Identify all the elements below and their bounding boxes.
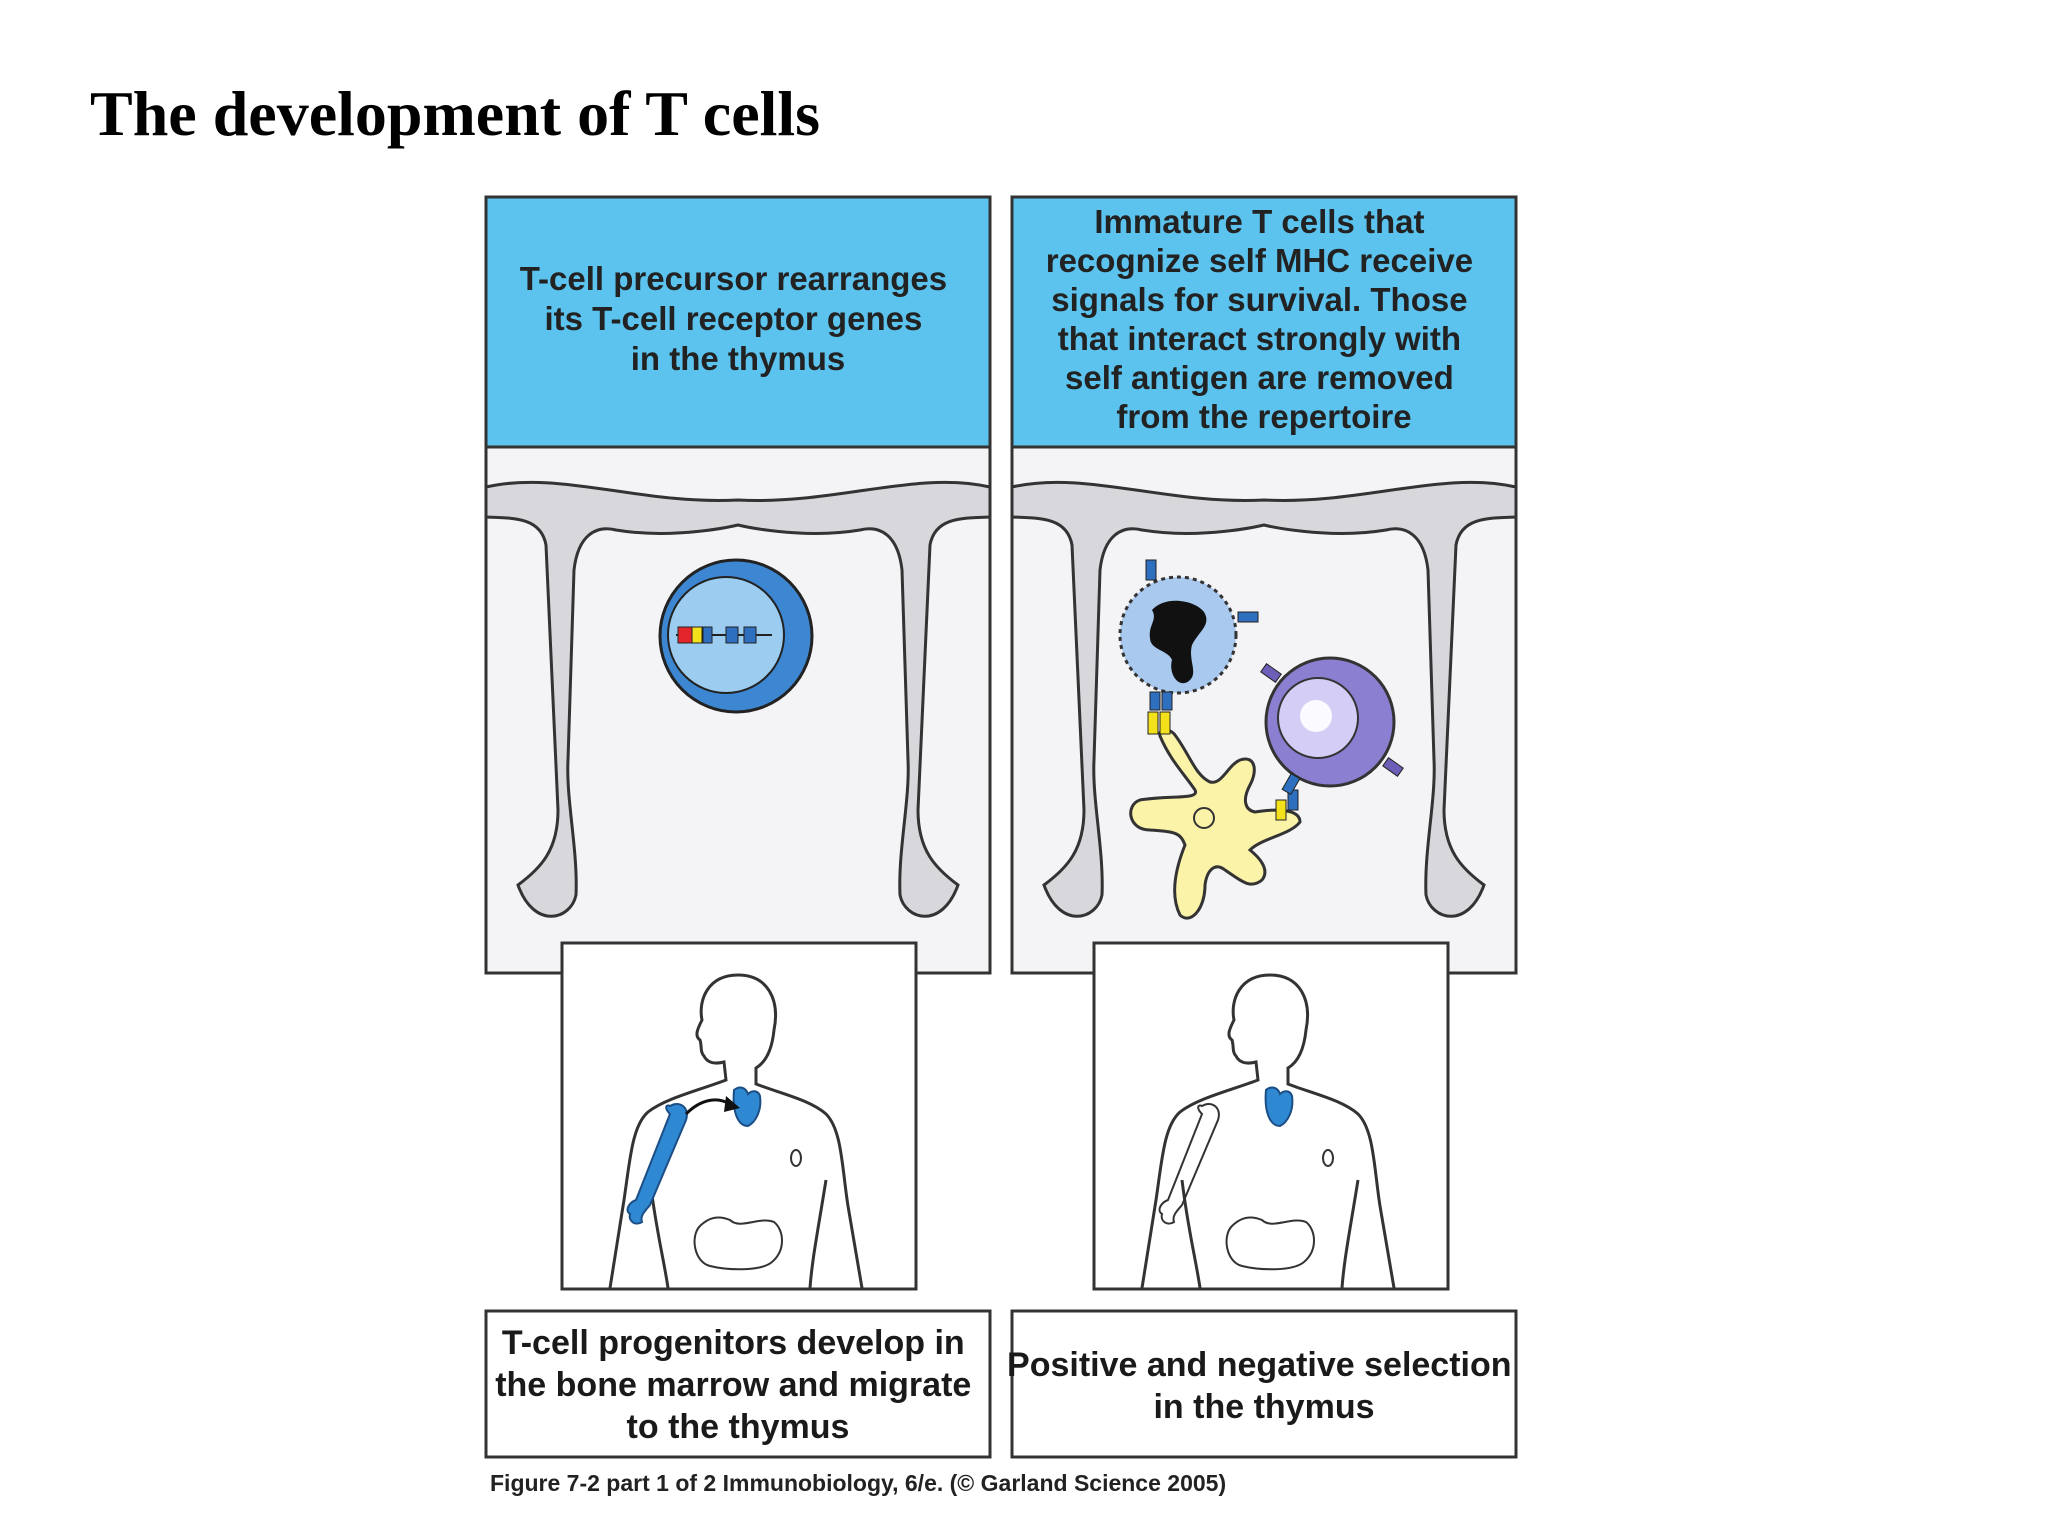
right-bottom-caption: Positive and negative selection in the t… (1007, 1309, 1521, 1459)
apoptotic-cell-icon (1118, 559, 1259, 711)
right-bottom-line-2: in the thymus (1153, 1388, 1374, 1426)
left-header-box (484, 195, 992, 449)
dendritic-cell-icon (1129, 711, 1302, 920)
thymic-epithelium-left (484, 480, 992, 918)
right-header-text: Immature T cells that recognize self MHC… (1046, 203, 1483, 435)
bone-outline-icon (1158, 1102, 1220, 1225)
left-bottom-text: T-cell progenitors develop in the bone m… (495, 1324, 981, 1446)
thymic-epithelium-right (1010, 480, 1518, 918)
right-header-line-5: self antigen are removed (1065, 359, 1454, 396)
left-bottom-line-2: the bone marrow and migrate (495, 1366, 971, 1404)
thymus-icon (732, 1086, 762, 1128)
bone-marrow-icon (626, 1102, 688, 1225)
right-header-line-6: from the repertoire (1116, 398, 1411, 435)
right-top-panel: Immature T cells that recognize self MHC… (1010, 195, 1518, 975)
right-bottom-line-1: Positive and negative selection (1007, 1346, 1512, 1384)
left-header-line-2: its T-cell receptor genes (545, 300, 923, 337)
right-body-panel (1092, 941, 1450, 1291)
right-bottom-text: Positive and negative selection in the t… (1007, 1346, 1521, 1426)
left-bottom-line-1: T-cell progenitors develop in (502, 1324, 965, 1362)
t-cell-precursor-icon (658, 558, 814, 714)
thymus-icon (1264, 1086, 1294, 1128)
slide-title: The development of T cells (90, 78, 821, 149)
left-bottom-caption: T-cell progenitors develop in the bone m… (484, 1309, 992, 1459)
left-body-panel (560, 941, 918, 1291)
right-header-line-4: that interact strongly with (1058, 320, 1461, 357)
left-bottom-line-3: to the thymus (627, 1408, 850, 1446)
left-header-line-3: in the thymus (631, 340, 846, 377)
human-body-icon (1140, 973, 1396, 1289)
right-header-line-1: Immature T cells that (1094, 203, 1424, 240)
macrophage-icon (1260, 656, 1404, 795)
right-header-box (1010, 195, 1518, 449)
human-body-icon (608, 973, 864, 1289)
left-header-text: T-cell precursor rearranges its T-cell r… (520, 260, 957, 377)
right-header-line-2: recognize self MHC receive (1046, 242, 1473, 279)
left-top-panel: T-cell precursor rearranges its T-cell r… (484, 195, 992, 975)
tcr-gene-segments-icon (676, 626, 772, 644)
figure-caption: Figure 7-2 part 1 of 2 Immunobiology, 6/… (490, 1470, 1227, 1496)
right-header-line-3: signals for survival. Those (1051, 281, 1467, 318)
left-header-line-1: T-cell precursor rearranges (520, 260, 947, 297)
